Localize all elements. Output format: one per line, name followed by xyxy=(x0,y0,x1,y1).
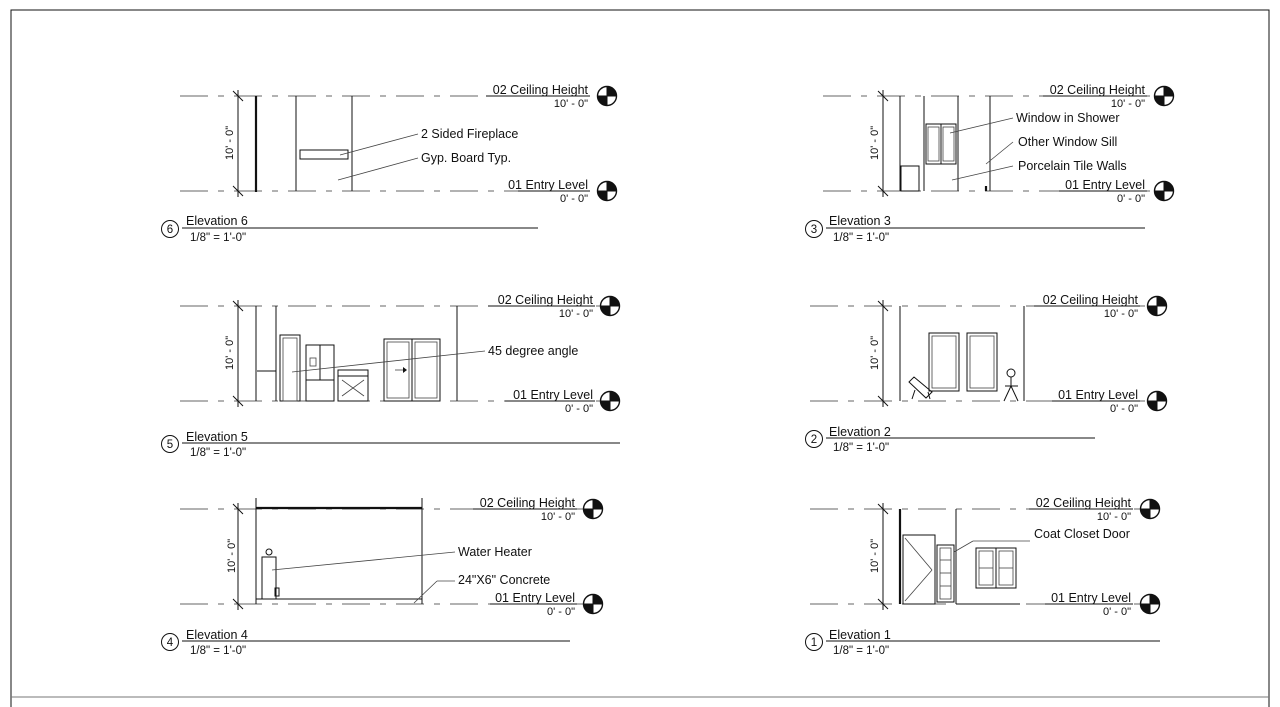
level-marker-icon xyxy=(1146,295,1168,317)
view-number-bubble xyxy=(161,633,179,651)
level-ceiling-name: 02 Ceiling Height xyxy=(498,293,594,307)
level-entry-name: 01 Entry Level xyxy=(495,591,575,605)
level-entry-elev: 0' - 0" xyxy=(547,606,575,618)
level-ceiling-elev: 10' - 0" xyxy=(1097,511,1131,523)
note-2-sided-fireplace: 2 Sided Fireplace xyxy=(421,127,518,141)
height-dimension: 10' - 0" xyxy=(869,336,881,370)
note-other-window-sill: Other Window Sill xyxy=(1018,135,1117,149)
level-entry-elev: 0' - 0" xyxy=(1110,403,1138,415)
elevation-3: 10' - 0" Window in Shower Other Window S… xyxy=(805,83,1175,244)
note-45-degree-angle: 45 degree angle xyxy=(488,344,578,358)
level-ceiling-name: 02 Ceiling Height xyxy=(493,83,589,97)
level-marker-icon xyxy=(599,295,621,317)
view-title: Elevation 3 xyxy=(829,214,891,228)
level-ceiling-elev: 10' - 0" xyxy=(559,308,593,320)
level-entry-name: 01 Entry Level xyxy=(1051,591,1131,605)
elevation-6: 10' - 0" 2 Sided Fireplace Gyp. Board Ty… xyxy=(161,83,618,244)
view-number-bubble xyxy=(805,633,823,651)
level-entry-name: 01 Entry Level xyxy=(1058,388,1138,402)
level-entry-name: 01 Entry Level xyxy=(513,388,593,402)
level-ceiling-name: 02 Ceiling Height xyxy=(1050,83,1146,97)
level-marker-icon xyxy=(1139,498,1161,520)
view-number-bubble xyxy=(805,220,823,238)
view-scale: 1/8" = 1'-0" xyxy=(833,232,889,244)
level-ceiling-elev: 10' - 0" xyxy=(554,98,588,110)
level-ceiling-name: 02 Ceiling Height xyxy=(480,496,576,510)
level-entry-elev: 0' - 0" xyxy=(1103,606,1131,618)
view-number-bubble xyxy=(805,430,823,448)
level-ceiling-name: 02 Ceiling Height xyxy=(1043,293,1139,307)
level-marker-icon xyxy=(596,85,618,107)
fireplace-shape xyxy=(299,149,349,160)
view-number: 3 xyxy=(811,224,817,236)
view-number-bubble xyxy=(161,435,179,453)
view-scale: 1/8" = 1'-0" xyxy=(833,645,889,657)
note-porcelain-tile-walls: Porcelain Tile Walls xyxy=(1018,159,1127,173)
elevation-4: 10' - 0" Water Heater 24"X6" Concrete 02… xyxy=(161,496,604,657)
level-ceiling-elev: 10' - 0" xyxy=(1111,98,1145,110)
view-scale: 1/8" = 1'-0" xyxy=(190,645,246,657)
sheet-border xyxy=(10,9,1270,707)
view-number: 5 xyxy=(167,439,173,451)
level-entry-name: 01 Entry Level xyxy=(508,178,588,192)
level-entry-name: 01 Entry Level xyxy=(1065,178,1145,192)
view-number: 1 xyxy=(811,637,817,649)
view-scale: 1/8" = 1'-0" xyxy=(190,232,246,244)
view-number: 2 xyxy=(811,434,817,446)
level-marker-icon xyxy=(596,180,618,202)
level-marker-icon xyxy=(582,593,604,615)
note-window-in-shower: Window in Shower xyxy=(1016,111,1120,125)
elevation-5: 10' - 0" 45 degree angle 02 Ceiling Heig… xyxy=(161,293,621,459)
view-scale: 1/8" = 1'-0" xyxy=(190,447,246,459)
view-title: Elevation 1 xyxy=(829,628,891,642)
level-marker-icon xyxy=(1139,593,1161,615)
height-dimension: 10' - 0" xyxy=(226,539,238,573)
height-dimension: 10' - 0" xyxy=(869,126,881,160)
level-marker-icon xyxy=(1146,390,1168,412)
height-dimension: 10' - 0" xyxy=(224,126,236,160)
view-title: Elevation 6 xyxy=(186,214,248,228)
view-title: Elevation 5 xyxy=(186,430,248,444)
level-entry-elev: 0' - 0" xyxy=(565,403,593,415)
note-coat-closet-door: Coat Closet Door xyxy=(1034,527,1130,541)
view-title: Elevation 4 xyxy=(186,628,248,642)
level-marker-icon xyxy=(1153,85,1175,107)
elevation-2: 10' - 0" 02 Ceiling Height 10' - 0" 01 E… xyxy=(805,293,1168,454)
level-ceiling-elev: 10' - 0" xyxy=(541,511,575,523)
level-marker-icon xyxy=(599,390,621,412)
level-entry-elev: 0' - 0" xyxy=(1117,193,1145,205)
level-marker-icon xyxy=(582,498,604,520)
level-entry-elev: 0' - 0" xyxy=(560,193,588,205)
note-concrete: 24"X6" Concrete xyxy=(458,573,550,587)
level-ceiling-elev: 10' - 0" xyxy=(1104,308,1138,320)
level-ceiling-name: 02 Ceiling Height xyxy=(1036,496,1132,510)
view-scale: 1/8" = 1'-0" xyxy=(833,442,889,454)
view-number-bubble xyxy=(161,220,179,238)
note-water-heater: Water Heater xyxy=(458,545,532,559)
height-dimension: 10' - 0" xyxy=(869,539,881,573)
view-title: Elevation 2 xyxy=(829,425,891,439)
view-number: 6 xyxy=(167,224,173,236)
note-gyp-board: Gyp. Board Typ. xyxy=(421,151,511,165)
height-dimension: 10' - 0" xyxy=(224,336,236,370)
level-marker-icon xyxy=(1153,180,1175,202)
elevation-1: 10' - 0" Coat Closet Door 02 Ceiling Hei… xyxy=(805,496,1161,657)
view-number: 4 xyxy=(167,637,174,649)
